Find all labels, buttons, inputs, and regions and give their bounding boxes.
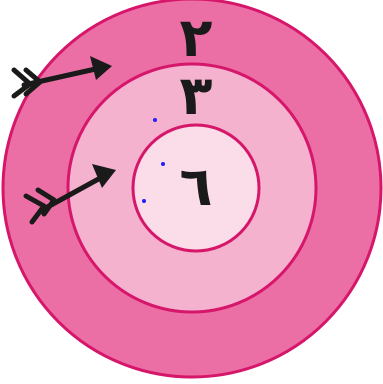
outer-ring-label: ٢ — [180, 6, 213, 69]
marker-dot — [161, 162, 165, 166]
middle-ring-label: ٣ — [180, 64, 213, 127]
marker-dot — [142, 199, 146, 203]
inner-ring-label: ٦ — [180, 155, 213, 218]
marker-dot — [153, 118, 157, 122]
